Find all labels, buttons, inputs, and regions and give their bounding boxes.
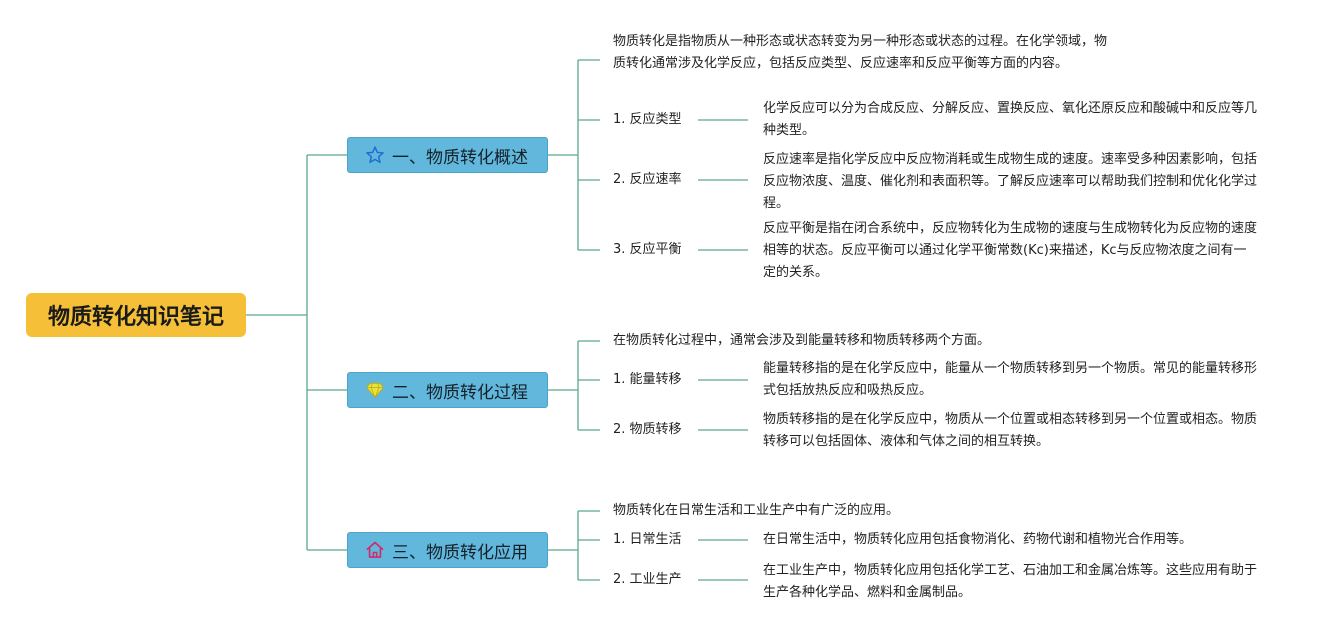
branch-label: 二、物质转化过程 [392,382,528,403]
branch-process[interactable]: 二、物质转化过程 [347,372,548,408]
branch-intro: 物质转化是指物质从一种形态或状态转变为另一种形态或状态的过程。在化学领域，物质转… [613,34,1108,71]
sub-topic-desc: 反应速率是指化学反应中反应物消耗或生成物生成的速度。速率受多种因素影响，包括反应… [763,152,1258,211]
star-icon [364,144,386,166]
sub-topic-desc: 能量转移指的是在化学反应中，能量从一个物质转移到另一个物质。常见的能量转移形式包… [763,361,1258,398]
sub-topic-label[interactable]: 1. 反应类型 [613,112,682,127]
branch-application[interactable]: 三、物质转化应用 [347,532,548,568]
sub-topic-desc: 物质转移指的是在化学反应中，物质从一个位置或相态转移到另一个位置或相态。物质转移… [763,412,1258,449]
sub-topic-desc: 在日常生活中，物质转化应用包括食物消化、药物代谢和植物光合作用等。 [763,532,1193,547]
house-icon [364,539,386,561]
branch-label: 一、物质转化概述 [392,147,528,168]
diamond-icon [364,379,386,401]
sub-topic-desc: 化学反应可以分为合成反应、分解反应、置换反应、氧化还原反应和酸碱中和反应等几种类… [763,101,1258,138]
sub-topic-label[interactable]: 2. 物质转移 [613,422,682,437]
sub-topic-desc: 反应平衡是指在闭合系统中，反应物转化为生成物的速度与生成物转化为反应物的速度相等… [763,221,1258,280]
branch-overview[interactable]: 一、物质转化概述 [347,137,548,173]
sub-topic-label[interactable]: 1. 能量转移 [613,372,682,387]
branch-label: 三、物质转化应用 [392,542,528,563]
sub-topic-label[interactable]: 2. 工业生产 [613,572,682,587]
sub-topic-label[interactable]: 3. 反应平衡 [613,242,682,257]
sub-topic-label[interactable]: 2. 反应速率 [613,172,682,187]
sub-topic-desc: 在工业生产中，物质转化应用包括化学工艺、石油加工和金属冶炼等。这些应用有助于生产… [763,563,1258,600]
branch-intro: 在物质转化过程中，通常会涉及到能量转移和物质转移两个方面。 [613,333,991,348]
sub-topic-label[interactable]: 1. 日常生活 [613,532,682,547]
root-topic[interactable]: 物质转化知识笔记 [26,293,246,337]
branch-intro: 物质转化在日常生活和工业生产中有广泛的应用。 [613,503,900,518]
